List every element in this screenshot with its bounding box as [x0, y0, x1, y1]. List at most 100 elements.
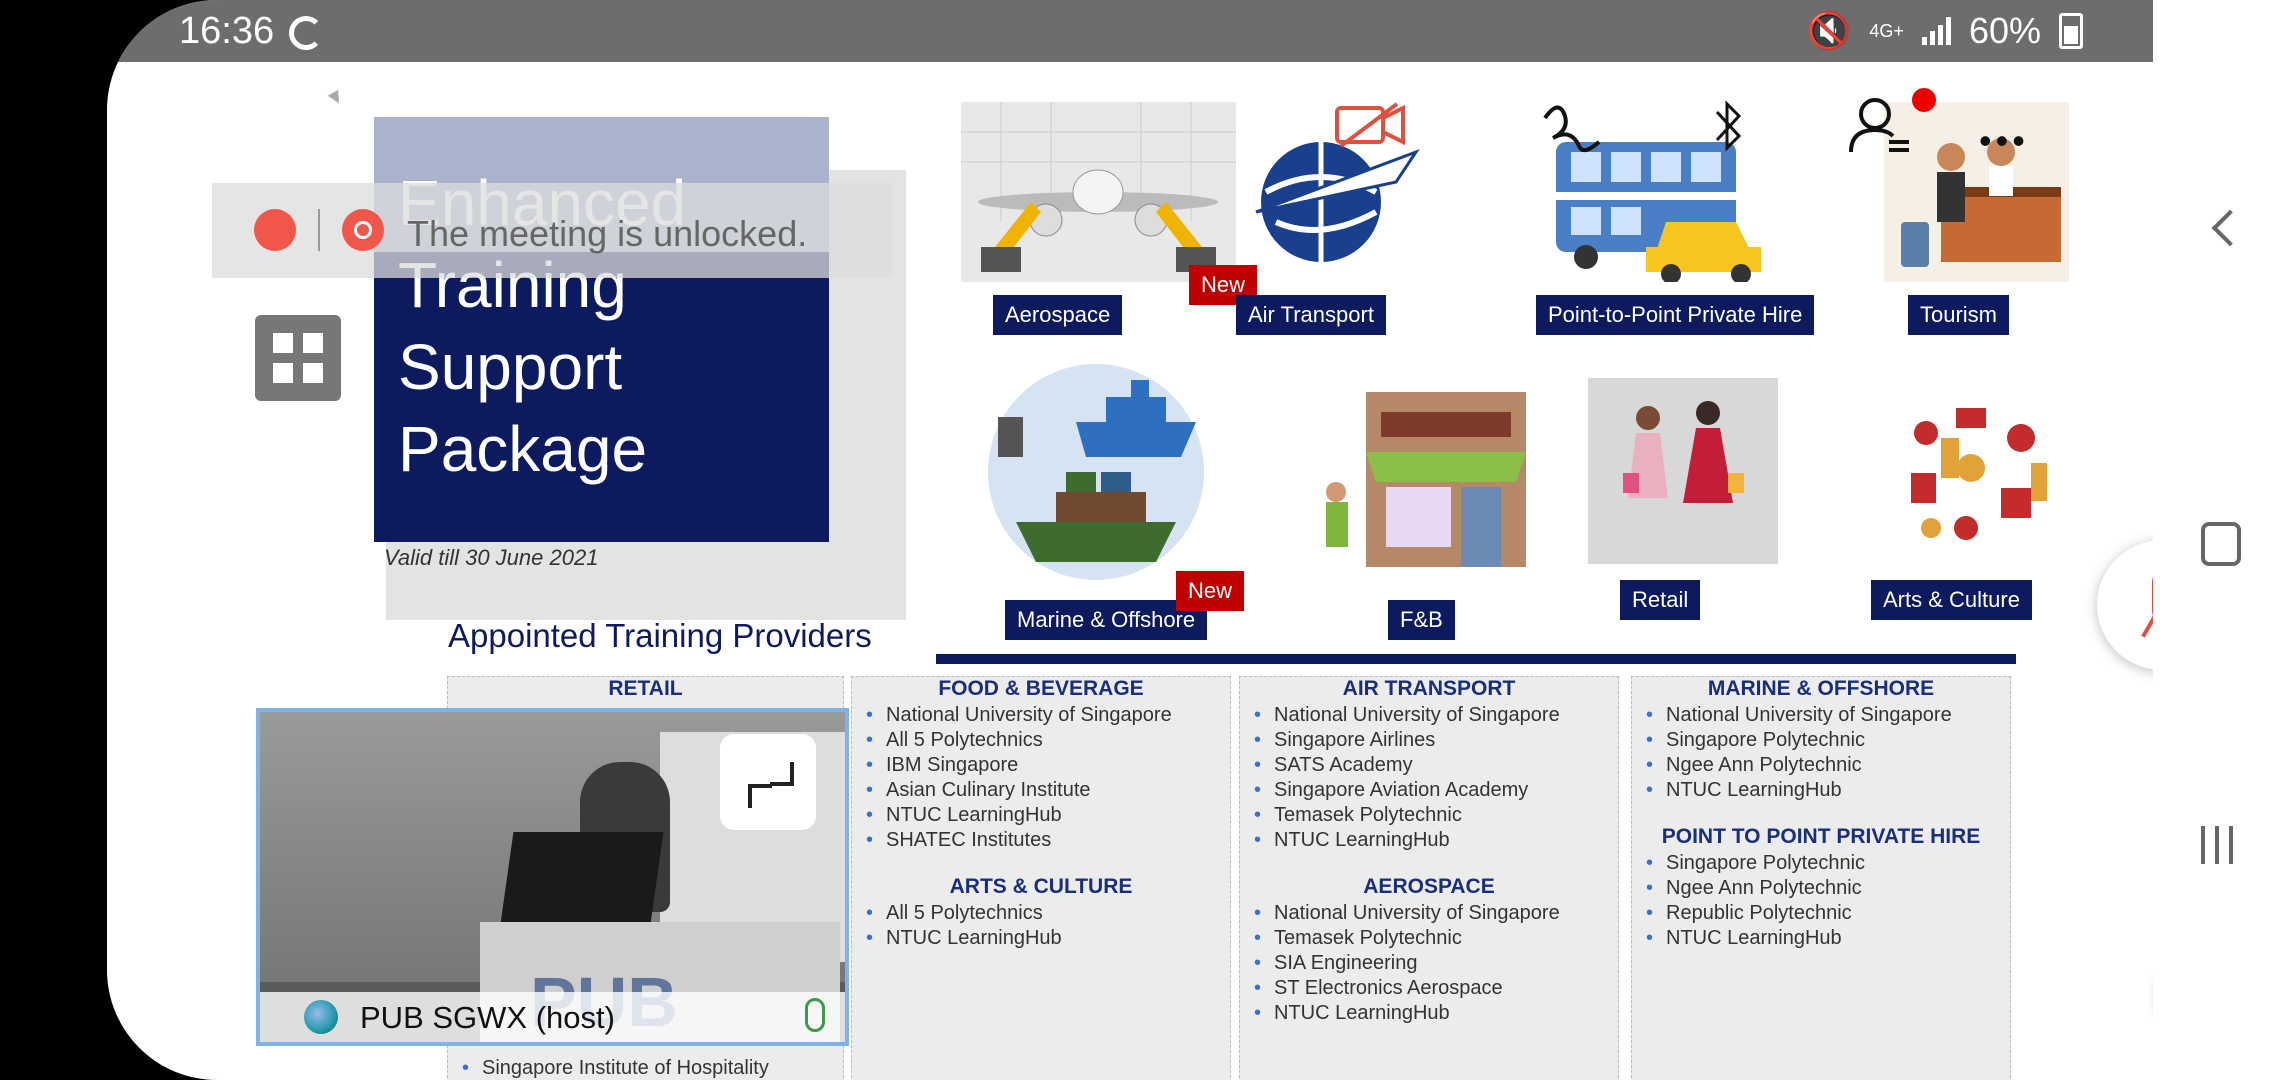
grid-cell [273, 363, 293, 383]
list-item: Singapore Polytechnic [1646, 728, 2010, 753]
column-fnb: FOOD & BEVERAGE National University of S… [851, 676, 1231, 1080]
battery-level: 60% [1968, 10, 2041, 51]
list-item: Temasek Polytechnic [1254, 926, 1618, 951]
status-bar: 16:36 🔇 4G+ 60% [107, 0, 2153, 62]
column-subheading: POINT TO POINT PRIVATE HIRE [1661, 825, 1981, 848]
sector-fnb: F&B [1311, 382, 1551, 640]
mute-toggle-button[interactable] [2097, 540, 2153, 670]
list-item: Singapore Institute of Hospitality [462, 1056, 769, 1080]
sector-marine: Marine & Offshore New [986, 362, 1245, 640]
sector-air-transport: Air Transport [1236, 102, 1436, 335]
new-badge: New [1176, 571, 1245, 611]
participant-name: PUB SGWX (host) [360, 1000, 615, 1035]
list-item: SHATEC Institutes [866, 828, 1230, 853]
recent-apps-button[interactable] [2201, 826, 2233, 864]
title-line: Package [398, 413, 648, 485]
list-item: NTUC LearningHub [1254, 1001, 1618, 1026]
column-subheading: ARTS & CULTURE [949, 875, 1133, 898]
fnb-image [1326, 392, 1526, 567]
sector-label-p2p: Point-to-Point Private Hire [1536, 295, 1815, 335]
list-item: Ngee Ann Polytechnic [1646, 753, 2010, 778]
sector-aerospace: Aerospace New [961, 102, 1258, 335]
sync-icon [289, 16, 323, 50]
sector-p2p: Point-to-Point Private Hire [1536, 102, 1815, 335]
minimize-video-button[interactable] [720, 734, 816, 830]
grid-cell [303, 363, 323, 383]
marine-image [988, 364, 1204, 580]
grid-cell [273, 333, 293, 353]
list-item: Ngee Ann Polytechnic [1646, 876, 2010, 901]
participants-icon[interactable] [1847, 92, 1917, 158]
list-item: Singapore Airlines [1254, 728, 1618, 753]
more-icon[interactable]: ••• [1979, 120, 2029, 161]
list-item: National University of Singapore [1254, 703, 1618, 728]
bluetooth-icon[interactable] [1709, 96, 1749, 156]
sector-label-retail: Retail [1620, 580, 1701, 620]
list-item: Asian Culinary Institute [866, 778, 1230, 803]
mic-muted-icon[interactable] [254, 209, 296, 251]
list-item: ST Electronics Aerospace [1254, 976, 1618, 1001]
sector-label-air-transport: Air Transport [1236, 295, 1386, 335]
list-item: National University of Singapore [1646, 703, 2010, 728]
sector-label-tourism: Tourism [1908, 295, 2010, 335]
list-item: NTUC LearningHub [1646, 778, 2010, 803]
column-subheading: AEROSPACE [1363, 875, 1495, 898]
list-item: NTUC LearningHub [1254, 828, 1618, 853]
air-transport-image [1255, 142, 1420, 262]
column-heading: AIR TRANSPORT [1342, 677, 1516, 700]
column-heading: FOOD & BEVERAGE [938, 677, 1144, 700]
column-heading: MARINE & OFFSHORE [1707, 677, 1935, 700]
sector-label-fnb: F&B [1388, 600, 1455, 640]
list-item: SIA Engineering [1254, 951, 1618, 976]
sector-label-marine: Marine & Offshore [1005, 600, 1208, 640]
grid-cell [303, 333, 323, 353]
battery-icon [2059, 13, 2083, 49]
divider [318, 209, 320, 251]
list-item: NTUC LearningHub [1646, 926, 2010, 951]
providers-title: Appointed Training Providers [448, 617, 872, 654]
column-marine: MARINE & OFFSHORE National University of… [1631, 676, 2011, 1080]
video-off-icon[interactable] [1333, 100, 1407, 150]
apps-grid-button[interactable] [255, 315, 341, 401]
sector-tourism: Tourism [1881, 102, 2071, 335]
home-button[interactable] [2201, 522, 2241, 566]
list-item: NTUC LearningHub [866, 803, 1230, 828]
system-nav-bar [2153, 0, 2280, 1080]
phone-screen: Enhanced Training Support Package Valid … [107, 0, 2153, 1080]
providers-divider [936, 654, 2016, 664]
status-icons: 🔇 4G+ 60% [1807, 10, 2083, 52]
signal-icon [1921, 17, 1951, 45]
list-item: Singapore Aviation Academy [1254, 778, 1618, 803]
list-item: All 5 Polytechnics [866, 728, 1230, 753]
list-item: Republic Polytechnic [1646, 901, 2010, 926]
network-type: 4G+ [1869, 20, 1904, 41]
meeting-message: The meeting is unlocked. [407, 213, 808, 254]
participant-avatar [304, 1000, 338, 1034]
column-air-transport: AIR TRANSPORT National University of Sin… [1239, 676, 1619, 1080]
list-item: National University of Singapore [866, 703, 1230, 728]
column-heading: RETAIL [608, 677, 683, 700]
annotate-icon[interactable] [1539, 98, 1605, 158]
list-item: National University of Singapore [1254, 901, 1618, 926]
clock: 16:36 [179, 10, 275, 52]
record-icon[interactable] [342, 209, 384, 251]
p2p-image [1556, 142, 1761, 284]
list-item: All 5 Polytechnics [866, 901, 1230, 926]
video-name-bar: PUB SGWX (host) [260, 992, 845, 1042]
list-item: IBM Singapore [866, 753, 1230, 778]
back-button[interactable] [2211, 209, 2249, 247]
list-item: Singapore Polytechnic [1646, 851, 2010, 876]
list-item: SATS Academy [1254, 753, 1618, 778]
sector-retail: Retail [1588, 378, 1778, 620]
retail-image [1588, 378, 1778, 564]
aerospace-image [961, 102, 1236, 282]
title-line: Support [398, 331, 623, 403]
sector-label-aerospace: Aerospace [993, 295, 1123, 335]
sector-arts: Arts & Culture [1871, 378, 2071, 620]
notification-dot [1912, 88, 1936, 112]
tourism-image [1884, 102, 2069, 282]
list-item: Temasek Polytechnic [1254, 803, 1618, 828]
sector-label-arts: Arts & Culture [1871, 580, 2032, 620]
list-item: NTUC LearningHub [866, 926, 1230, 951]
video-preview[interactable]: PUB PUB SGWX (host) [256, 708, 849, 1046]
